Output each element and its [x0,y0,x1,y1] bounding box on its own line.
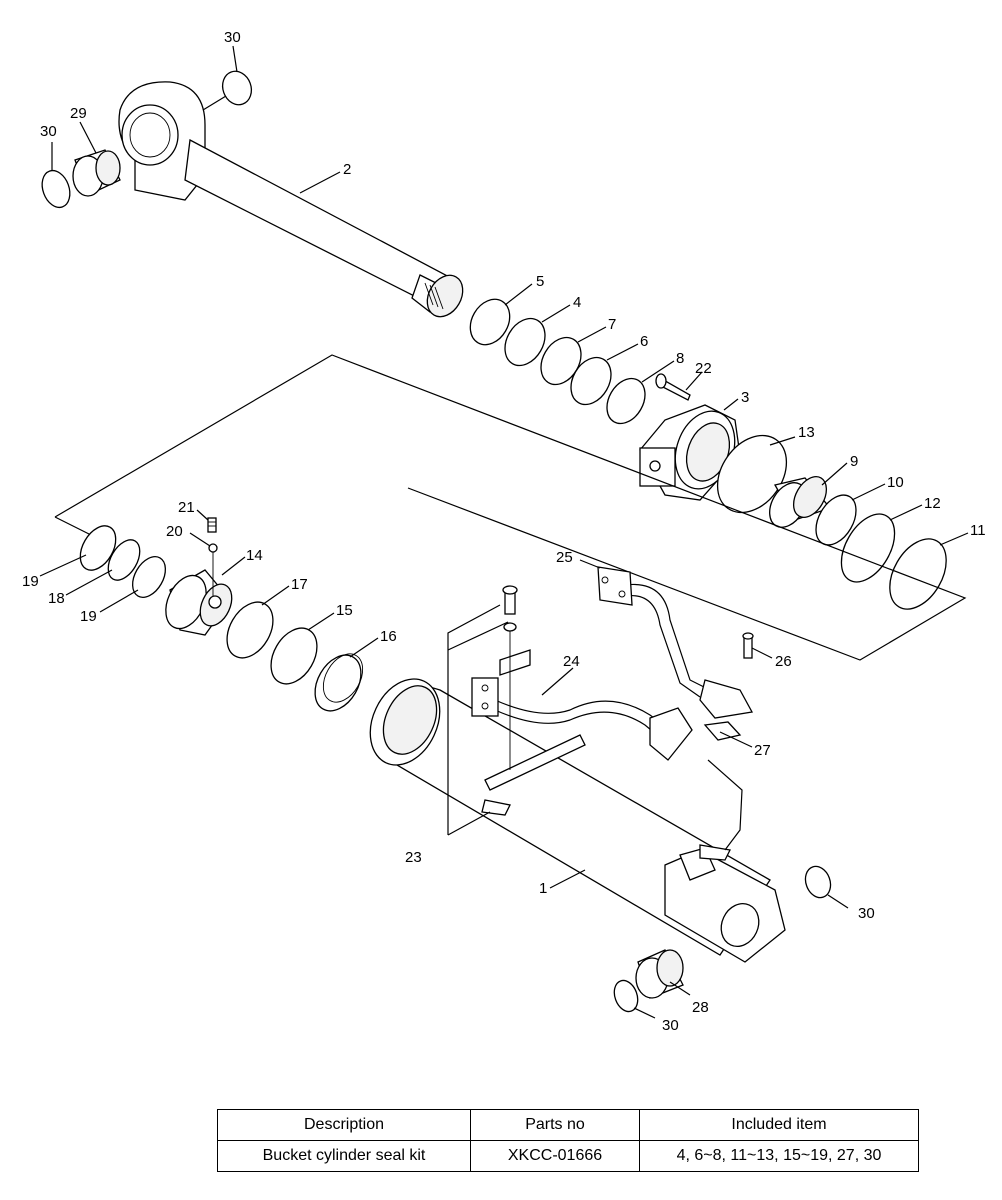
callout-15: 15 [336,602,353,619]
bushing-9 [769,476,832,528]
callout-3: 3 [741,389,749,406]
callout-14: 14 [246,547,263,564]
callout-18: 18 [48,590,65,607]
ring-16 [314,653,364,712]
callout-7: 7 [608,316,616,333]
table-row: Bucket cylinder seal kit XKCC-01666 4, 6… [217,1140,919,1172]
ring-13 [716,434,788,514]
cylinder-tube [369,678,786,963]
callout-29: 29 [70,105,87,122]
callout-19: 19 [80,608,97,625]
steel-ball-20 [208,543,218,553]
callout-30: 30 [224,29,241,46]
callout-30: 30 [662,1017,679,1034]
callout-13: 13 [798,424,815,441]
callout-11: 11 [970,522,986,539]
callout-19: 19 [22,573,39,590]
assembly-group-outline [54,354,967,661]
callout-21: 21 [178,499,195,516]
ring-11 [889,538,947,610]
pipe-24 [471,677,693,761]
header-parts-no: Parts no [470,1109,640,1141]
piston-14 [165,569,233,636]
ring-5 [469,298,511,346]
clamp-group-bracket [447,604,501,835]
ring-18 [107,539,141,581]
set-screw-21 [207,517,217,533]
callout-16: 16 [380,628,397,645]
callout-6: 6 [640,333,648,350]
seal-kit-table: Description Parts no Included item Bucke… [217,1109,919,1172]
callout-26: 26 [775,653,792,670]
o-ring-27 [703,721,742,741]
cell-description: Bucket cylinder seal kit [217,1140,471,1172]
callout-10: 10 [887,474,904,491]
bolt-26 [742,632,754,659]
callout-9: 9 [850,453,858,470]
callout-12: 12 [924,495,941,512]
seal-ring-30a [41,169,71,209]
callout-1: 1 [539,880,547,897]
callout-17: 17 [291,576,308,593]
callout-22: 22 [695,360,712,377]
leader-lines [39,45,969,1019]
ring-19b [131,556,167,598]
cell-parts-no: XKCC-01666 [470,1140,640,1172]
callout-20: 20 [166,523,183,540]
seal-ring-30c [613,979,639,1013]
rod-cover [639,404,741,501]
pipe-25 [597,566,754,719]
callout-25: 25 [556,549,573,566]
header-included-item: Included item [639,1109,919,1141]
callout-23: 23 [405,849,422,866]
exploded-parts-diagram: 30 29 30 2 5 4 7 6 8 22 3 13 9 10 12 11 … [22,29,986,1034]
bolt-22 [655,373,691,401]
bushing-29 [72,149,121,197]
seal-ring-30d [804,865,832,899]
callout-2: 2 [343,161,351,178]
cell-included-item: 4, 6~8, 11~13, 15~19, 27, 30 [639,1140,919,1172]
ring-8 [606,377,646,425]
piston-rod [118,81,464,318]
ring-17 [226,601,274,659]
pipe-clamp-23 [481,585,586,816]
seal-ring-30b [221,70,253,106]
callout-28: 28 [692,999,709,1016]
callout-27: 27 [754,742,771,759]
table-header-row: Description Parts no Included item [217,1109,919,1141]
callout-labels: 30 29 30 2 5 4 7 6 8 22 3 13 9 10 12 11 … [22,29,986,1034]
ring-12 [840,513,896,583]
callout-24: 24 [563,653,580,670]
callout-30: 30 [858,905,875,922]
callout-4: 4 [573,294,581,311]
ring-6 [570,356,612,406]
callout-30: 30 [40,123,57,140]
callout-8: 8 [676,350,684,367]
header-description: Description [217,1109,471,1141]
callout-5: 5 [536,273,544,290]
bushing-28 [635,949,684,999]
ring-4 [504,317,546,367]
